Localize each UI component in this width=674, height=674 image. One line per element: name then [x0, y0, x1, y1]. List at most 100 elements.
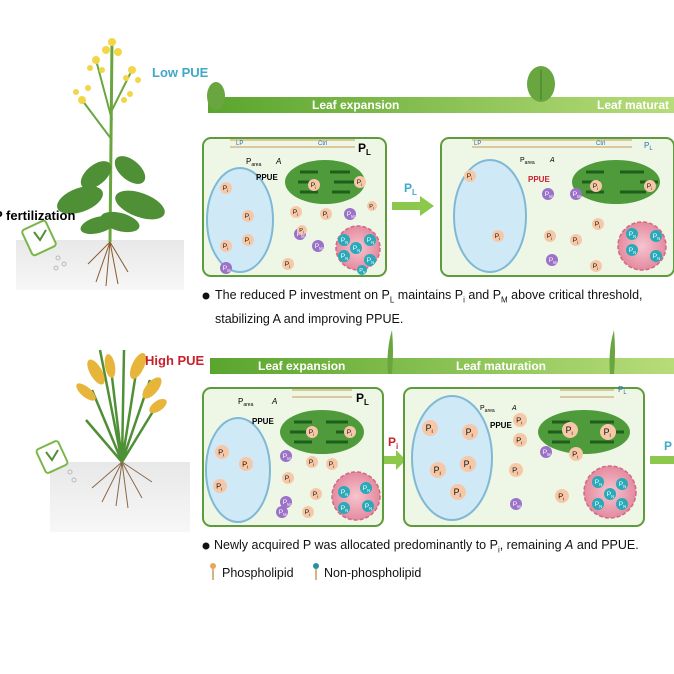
svg-text:Pi: Pi: [593, 183, 598, 191]
svg-text:A: A: [275, 157, 281, 166]
leaf-icon: [207, 82, 225, 110]
pm-particle: PM: [312, 240, 324, 252]
pm-particle: PM: [546, 254, 558, 266]
svg-text:PL: PL: [356, 391, 369, 407]
svg-text:Pi: Pi: [426, 423, 433, 435]
pi-particle: Pi: [464, 170, 476, 182]
svg-text:PN: PN: [595, 501, 602, 509]
svg-text:Pi: Pi: [285, 475, 290, 483]
p-fertilization-label: P fertilization: [0, 208, 75, 223]
svg-text:PN: PN: [367, 237, 374, 245]
pn-particle: PN: [592, 476, 604, 488]
vacuole: [206, 167, 274, 273]
svg-text:Pi: Pi: [516, 435, 522, 446]
svg-text:PN: PN: [619, 501, 626, 509]
pi-particle: Pi: [509, 463, 523, 477]
svg-text:PN: PN: [341, 505, 348, 513]
svg-text:PM: PM: [297, 231, 305, 239]
svg-text:Pi: Pi: [495, 233, 500, 241]
svg-text:PN: PN: [341, 253, 348, 261]
pi-particle: Pi: [239, 457, 253, 471]
svg-text:PN: PN: [353, 245, 360, 253]
pi-particle: Pi: [544, 230, 556, 242]
pn-particle: PN: [592, 498, 604, 510]
top-stage-leaf-maturation: Leaf maturat: [597, 98, 669, 112]
pi-particle: Pi: [213, 479, 227, 493]
svg-text:PM: PM: [545, 191, 553, 199]
pm-particle: PM: [276, 506, 288, 518]
pm-particle: PM: [280, 496, 292, 508]
bottom-transition-arrow: Pi: [384, 435, 406, 470]
svg-text:Pi: Pi: [311, 182, 316, 190]
svg-text:PN: PN: [653, 253, 660, 261]
pi-particle: Pi: [600, 424, 616, 440]
pi-particle: Pi: [562, 422, 578, 438]
svg-text:PN: PN: [607, 491, 614, 499]
pn-particle: PN: [626, 228, 638, 240]
pi-particle: Pi: [644, 180, 656, 192]
pi-particle: Pi: [326, 458, 338, 470]
svg-text:PM: PM: [573, 191, 581, 199]
pi-particle: Pi: [569, 447, 583, 461]
pm-particle: PM: [510, 498, 522, 510]
pi-particle: Pi: [282, 258, 294, 270]
svg-text:LP: LP: [474, 141, 481, 147]
svg-text:Pi: Pi: [547, 233, 552, 241]
svg-text:Pi: Pi: [647, 183, 652, 191]
pn-particle: PN: [357, 265, 367, 275]
svg-text:PL: PL: [644, 141, 653, 152]
pi-particle: Pi: [555, 489, 569, 503]
svg-text:Pi: Pi: [347, 429, 352, 437]
pn-particle: PN: [338, 502, 350, 514]
pi-particle: Pi: [215, 445, 229, 459]
svg-text:Pi: Pi: [566, 425, 573, 437]
svg-text:Pi: Pi: [242, 459, 248, 470]
svg-text:PN: PN: [619, 481, 626, 489]
pi-particle: Pi: [460, 456, 476, 472]
svg-text:A: A: [271, 397, 277, 406]
pi-particle: Pi: [306, 456, 318, 468]
pn-particle: PN: [338, 234, 350, 246]
svg-text:PL: PL: [358, 141, 371, 157]
pn-particle: PN: [350, 242, 362, 254]
pi-particle: Pi: [320, 208, 332, 220]
pi-particle: Pi: [242, 210, 254, 222]
pn-particle: PN: [338, 250, 350, 262]
svg-text:Pi: Pi: [558, 491, 564, 502]
svg-text:Pi: Pi: [512, 465, 518, 476]
svg-text:Ctrl: Ctrl: [318, 141, 327, 147]
svg-text:Pi: Pi: [309, 429, 314, 437]
svg-text:PM: PM: [315, 243, 323, 251]
svg-text:PN: PN: [629, 247, 636, 255]
pi-particle: Pi: [302, 506, 314, 518]
pi-particle: Pi: [220, 240, 232, 252]
leaf-blade-icon: [387, 330, 615, 374]
pn-particle: PN: [650, 250, 662, 262]
svg-text:Pi: Pi: [305, 509, 310, 517]
pi-particle: Pi: [290, 206, 302, 218]
pn-particle: PN: [360, 482, 372, 494]
pi-particle: Pi: [220, 182, 232, 194]
pi-particle: Pi: [306, 426, 318, 438]
top-right-cell: LP Ctrl PL Parea A PPUE: [440, 137, 674, 277]
svg-text:PN: PN: [359, 268, 366, 275]
pi-particle: Pi: [297, 225, 307, 235]
bottom-stage-leaf-maturation: Leaf maturation: [456, 359, 546, 373]
svg-text:PN: PN: [365, 503, 372, 511]
legend-non-phospholipid: Non-phospholipid: [324, 566, 422, 580]
svg-text:PM: PM: [223, 265, 231, 273]
top-stage-leaf-expansion: Leaf expansion: [312, 98, 399, 112]
bottom-stage-band: [210, 358, 674, 374]
svg-text:Pi: Pi: [467, 173, 472, 181]
svg-text:Pi: Pi: [293, 209, 298, 217]
low-pue-label: Low PUE: [152, 65, 209, 80]
svg-text:PN: PN: [653, 233, 660, 241]
bottom-right-cell: PL Parea A PPUE: [403, 385, 645, 527]
bottom-stage-leaf-expansion: Leaf expansion: [258, 359, 345, 373]
svg-text:PM: PM: [513, 501, 521, 509]
svg-text:Pi: Pi: [595, 221, 600, 229]
svg-text:Pi: Pi: [299, 228, 304, 235]
svg-text:PM: PM: [283, 453, 291, 461]
svg-text:Parea: Parea: [480, 405, 495, 414]
